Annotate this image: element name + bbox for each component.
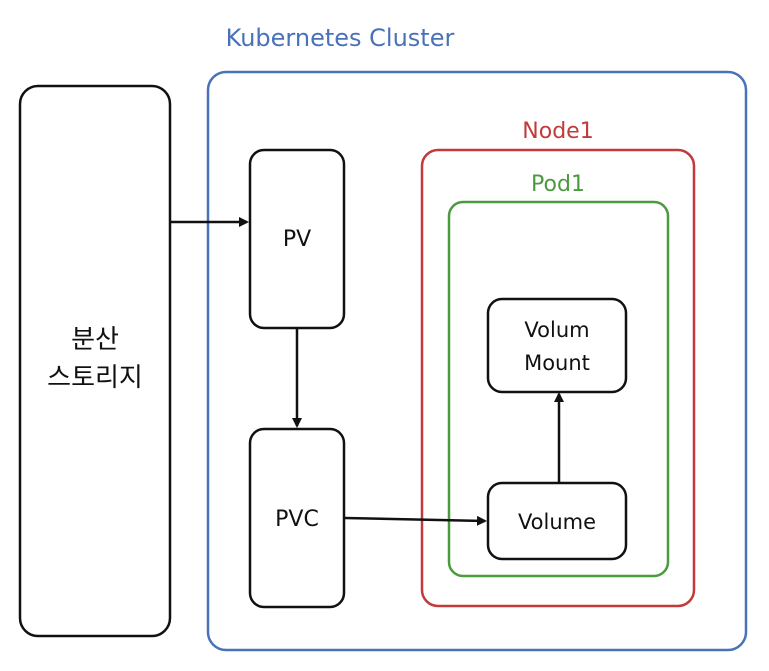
- storage-label-line2: 스토리지: [47, 363, 143, 393]
- distributed-storage-box: [18, 84, 172, 638]
- pv-box: [248, 148, 346, 330]
- volume-box: [486, 481, 628, 561]
- node-box: [420, 148, 696, 608]
- pvc-label: PVC: [275, 507, 319, 532]
- volume-mount-box: [486, 297, 628, 394]
- arrow-pvc-to-volume: [344, 515, 487, 526]
- volume-mount-label-line1: Volum: [524, 318, 589, 342]
- pvc-box: [248, 427, 346, 609]
- volume-label: Volume: [518, 510, 596, 534]
- pod-box: [447, 200, 670, 578]
- storage-label-line1: 분산: [71, 325, 119, 355]
- pod-label: Pod1: [531, 172, 585, 197]
- cluster-box: [206, 70, 748, 652]
- node-label: Node1: [522, 119, 593, 144]
- cluster-label: Kubernetes Cluster: [226, 24, 455, 52]
- pv-label: PV: [283, 227, 311, 252]
- volume-mount-label-line2: Mount: [524, 351, 590, 375]
